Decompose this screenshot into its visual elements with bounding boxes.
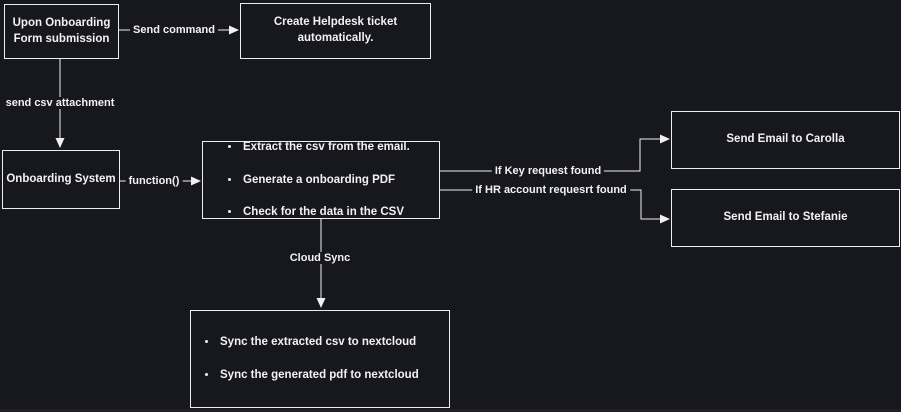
node-form-submission[interactable]: Upon Onboarding Form submission <box>4 4 119 59</box>
arrowhead-right-icon <box>191 176 201 186</box>
node-send-email-stefanie[interactable]: Send Email to Stefanie <box>671 189 900 247</box>
node-send-email-stefanie-label: Send Email to Stefanie <box>723 211 848 224</box>
edge-label-if-key-request: If Key request found <box>491 165 605 177</box>
cloud-sync-actions-list: Sync the extracted csv to nextcloud Sync… <box>191 319 419 400</box>
process-step-item: Check for the data in the CSV <box>241 204 410 221</box>
node-send-email-carolla[interactable]: Send Email to Carolla <box>671 111 900 169</box>
arrowhead-down-icon <box>316 298 326 308</box>
cloud-sync-action-item: Sync the extracted csv to nextcloud <box>218 334 419 351</box>
node-helpdesk-ticket-label: Create Helpdesk ticket automatically. <box>273 16 398 44</box>
edge-label-if-hr-account-request: If HR account requesrt found <box>472 184 630 196</box>
arrowhead-right-icon <box>660 214 670 224</box>
node-cloud-sync-actions[interactable]: Sync the extracted csv to nextcloud Sync… <box>190 310 450 408</box>
process-step-item: Extract the csv from the email. <box>241 139 410 156</box>
arrowhead-right-icon <box>229 25 239 35</box>
cloud-sync-action-item: Sync the generated pdf to nextcloud <box>218 367 419 384</box>
edge-label-function-call: function() <box>125 175 183 187</box>
node-send-email-carolla-label: Send Email to Carolla <box>726 133 845 146</box>
process-steps-list: Extract the csv from the email. Generate… <box>203 123 410 236</box>
edge-label-send-command: Send command <box>130 24 218 36</box>
process-step-item: Generate a onboarding PDF <box>241 172 410 189</box>
edge-label-send-csv-attachment: send csv attachment <box>2 97 118 109</box>
node-onboarding-system[interactable]: Onboarding System <box>2 150 120 209</box>
node-onboarding-system-label: Onboarding System <box>6 172 116 185</box>
arrowhead-right-icon <box>660 134 670 144</box>
canvas-bottom-edge <box>0 409 901 412</box>
node-process-steps[interactable]: Extract the csv from the email. Generate… <box>202 141 440 219</box>
node-form-submission-label: Upon Onboarding Form submission <box>12 16 111 45</box>
arrowhead-down-icon <box>55 138 65 148</box>
edge-label-cloud-sync: Cloud Sync <box>286 252 354 264</box>
node-helpdesk-ticket[interactable]: Create Helpdesk ticket automatically. <box>240 3 431 59</box>
